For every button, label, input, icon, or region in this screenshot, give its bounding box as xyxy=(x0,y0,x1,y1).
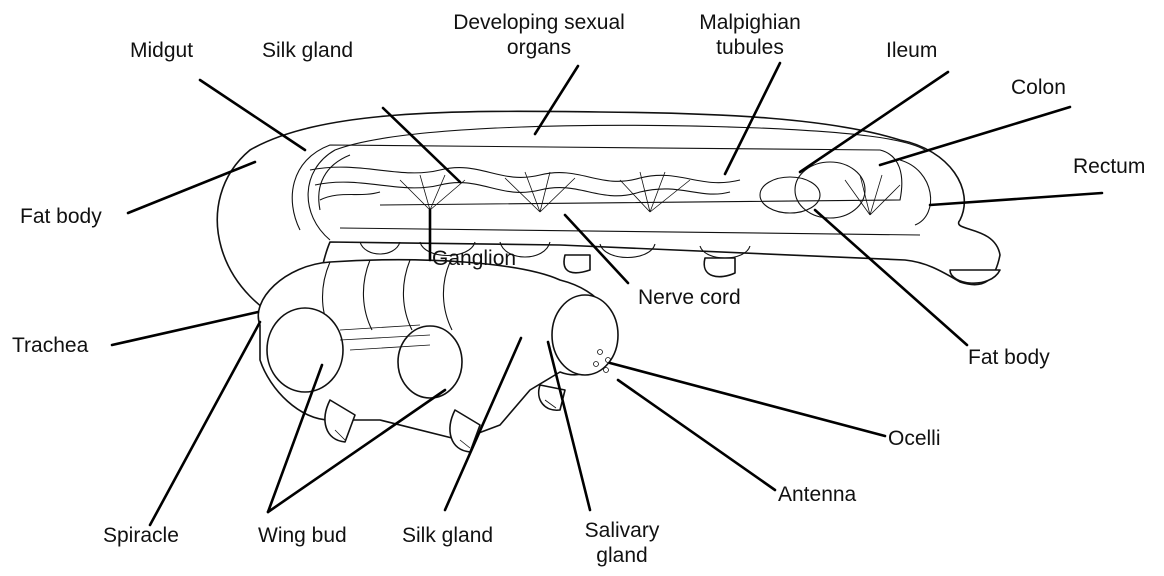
leader-colon xyxy=(880,107,1070,165)
label-ileum: Ileum xyxy=(886,38,937,63)
label-developing-sexual-organs-line2: organs xyxy=(430,35,648,60)
leader-ocelli xyxy=(610,363,885,436)
label-antenna: Antenna xyxy=(778,482,856,507)
label-malpighian-tubules: Malpighian tubules xyxy=(690,10,810,60)
label-wing-bud: Wing bud xyxy=(258,523,347,548)
leader-trachea xyxy=(112,312,258,345)
label-ganglion: Ganglion xyxy=(432,246,516,271)
label-salivary-line2: gland xyxy=(580,543,664,568)
label-trachea: Trachea xyxy=(12,333,88,358)
label-malpighian-line1: Malpighian xyxy=(690,10,810,35)
leader-spiracle xyxy=(150,322,260,525)
label-nerve-cord: Nerve cord xyxy=(638,285,741,310)
label-colon: Colon xyxy=(1011,75,1066,100)
label-silk-gland-top: Silk gland xyxy=(262,38,353,63)
label-spiracle: Spiracle xyxy=(103,523,179,548)
label-midgut: Midgut xyxy=(130,38,193,63)
label-developing-sexual-organs-line1: Developing sexual xyxy=(430,10,648,35)
label-rectum: Rectum xyxy=(1073,154,1145,179)
label-fat-body-left: Fat body xyxy=(20,204,102,229)
larva-lower-body xyxy=(258,260,618,452)
label-developing-sexual-organs: Developing sexual organs xyxy=(430,10,648,60)
label-ocelli: Ocelli xyxy=(888,426,941,451)
label-malpighian-line2: tubules xyxy=(690,35,810,60)
label-fat-body-right: Fat body xyxy=(968,345,1050,370)
label-salivary-line1: Salivary xyxy=(580,518,664,543)
label-salivary-gland: Salivary gland xyxy=(580,518,664,568)
label-silk-gland-bottom: Silk gland xyxy=(402,523,493,548)
leader-antenna xyxy=(618,380,775,490)
leader-midgut xyxy=(200,80,305,150)
